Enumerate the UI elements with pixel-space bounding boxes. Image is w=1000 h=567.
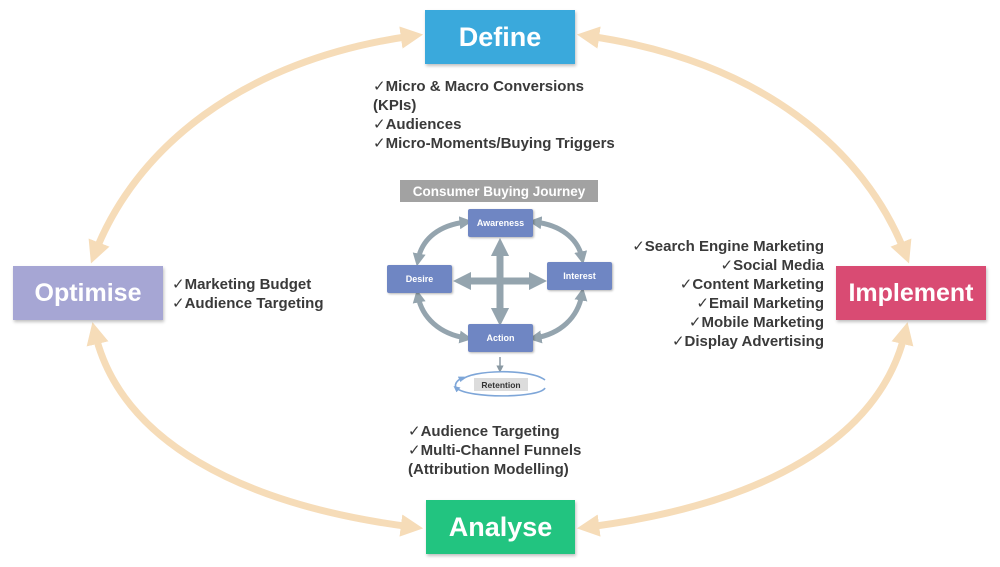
stage-desire: Desire xyxy=(387,265,452,293)
optimise-item: Audience Targeting xyxy=(172,294,372,313)
implement-item: Display Advertising xyxy=(600,332,824,351)
analyse-box: Analyse xyxy=(426,500,575,554)
analyse-item: Audience Targeting xyxy=(408,422,648,441)
retention-loop-top xyxy=(461,370,546,381)
stage-awareness: Awareness xyxy=(468,209,533,237)
cycle-arrow-optimise-define xyxy=(88,26,424,264)
implement-item: Email Marketing xyxy=(600,294,824,313)
journey-arrow-awareness-interest xyxy=(528,216,588,265)
define-item: (KPIs) xyxy=(373,97,417,114)
optimise-box: Optimise xyxy=(13,266,163,320)
implement-item: Search Engine Marketing xyxy=(600,237,824,256)
implement-item: Social Media xyxy=(600,256,824,275)
optimise-item: Marketing Budget xyxy=(172,275,372,294)
analyse-item: (Attribution Modelling) xyxy=(408,461,569,478)
retention-loop-bottom xyxy=(453,386,546,397)
implement-box: Implement xyxy=(836,266,986,320)
journey-arrow-interest-action xyxy=(528,287,588,344)
journey-title: Consumer Buying Journey xyxy=(400,180,598,202)
define-box: Define xyxy=(425,10,575,64)
stage-interest: Interest xyxy=(547,262,612,290)
implement-item: Mobile Marketing xyxy=(600,313,824,332)
stage-retention: Retention xyxy=(474,378,528,391)
journey-arrow-desire-action xyxy=(412,289,473,344)
cycle-arrow-analyse-optimise xyxy=(86,322,424,537)
define-item: Micro & Macro Conversions xyxy=(373,77,653,96)
optimise-list: Marketing Budget Audience Targeting xyxy=(172,275,372,313)
journey-arrow-awareness-desire xyxy=(412,216,473,267)
analyse-item: Multi-Channel Funnels xyxy=(408,441,648,460)
implement-list: Search Engine Marketing Social Media Con… xyxy=(600,237,824,351)
define-list: Micro & Macro Conversions (KPIs) Audienc… xyxy=(373,77,653,153)
analyse-list: Audience Targeting Multi-Channel Funnels… xyxy=(408,422,648,479)
cycle-arrow-implement-analyse xyxy=(576,322,914,537)
define-item: Micro-Moments/Buying Triggers xyxy=(373,134,653,153)
stage-action: Action xyxy=(468,324,533,352)
define-item: Audiences xyxy=(373,115,653,134)
retention-loop-head xyxy=(454,376,465,389)
cycle-arrow-define-implement xyxy=(576,26,912,264)
implement-item: Content Marketing xyxy=(600,275,824,294)
